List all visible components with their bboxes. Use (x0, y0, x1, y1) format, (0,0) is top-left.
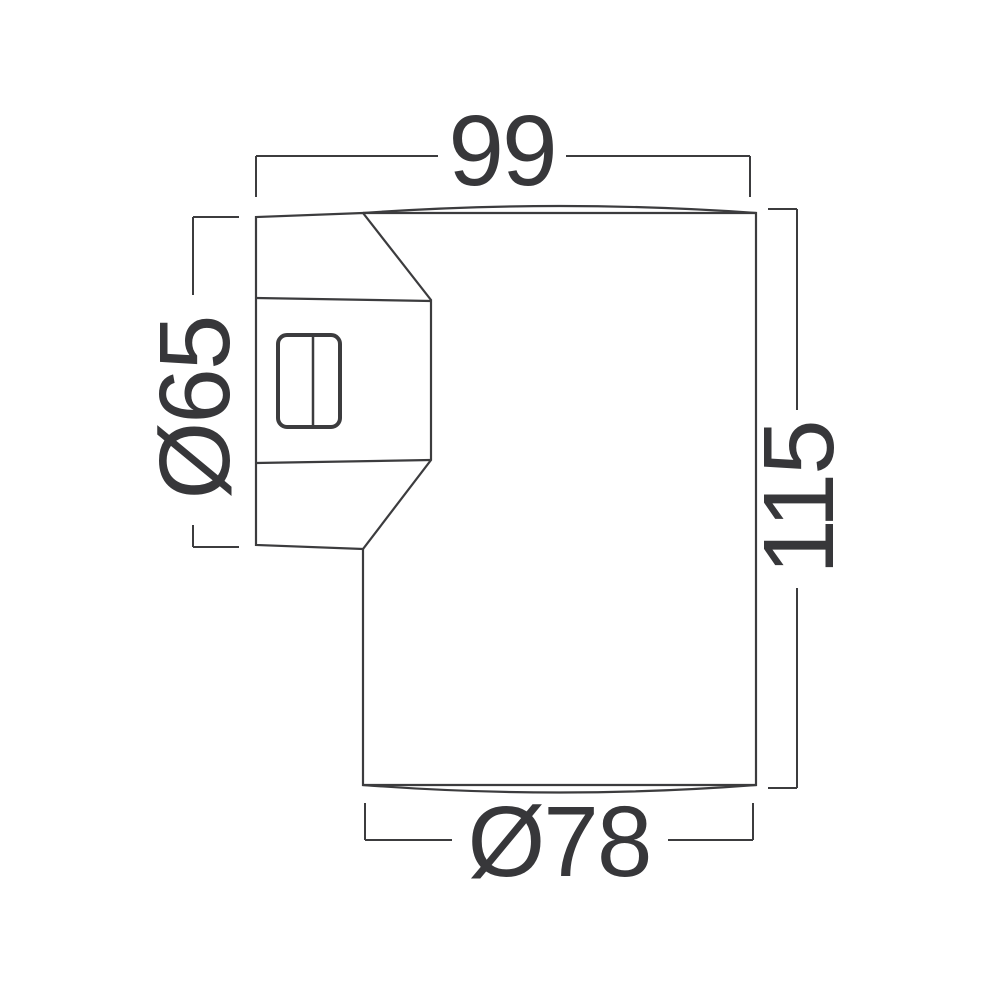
mount-plate-division-lines (255, 296, 432, 465)
dimension-line-left-diameter (192, 216, 239, 548)
dimension-labels: 99 Ø65 115 Ø78 (139, 95, 855, 898)
fixture-top-rim-curve (362, 204, 757, 215)
dimension-line-right-height (768, 208, 798, 789)
dimension-label-bottom-diameter: Ø78 (467, 786, 650, 898)
fixture-body-outline (361, 211, 758, 787)
dimension-line-top-width (255, 155, 751, 197)
dimension-lines (192, 155, 798, 841)
dimension-label-left-diameter: Ø65 (139, 316, 251, 499)
cable-gland-detail (276, 333, 342, 429)
fixture-outline (254, 204, 758, 794)
fixture-bottom-rim-curve (362, 783, 757, 794)
dimension-label-top-width: 99 (448, 95, 555, 207)
dimension-label-right-height: 115 (743, 421, 855, 574)
mount-plate-outline (254, 211, 433, 551)
dimension-line-bottom-diameter (364, 803, 754, 841)
